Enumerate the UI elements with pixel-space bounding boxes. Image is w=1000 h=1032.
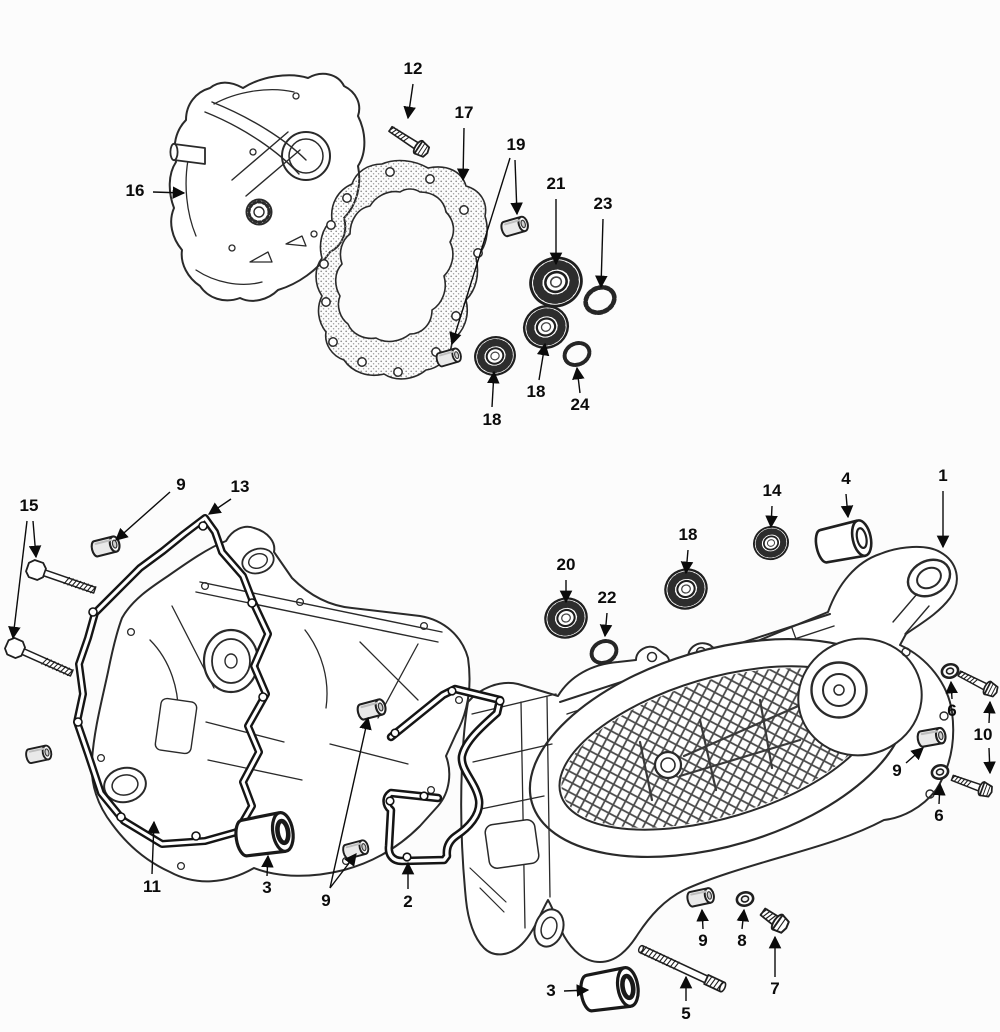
leader-line-c23 <box>595 218 608 289</box>
leader-line-c9a <box>115 491 171 541</box>
part-5-stud <box>637 944 727 993</box>
part-13-crankcase-gasket <box>73 514 272 848</box>
leader-line-c13 <box>207 498 232 515</box>
part-17-cover-gasket <box>315 159 488 380</box>
leader-line-c10 <box>983 700 996 724</box>
leader-line-c11 <box>147 820 160 875</box>
leader-line-c24 <box>572 366 585 394</box>
leader-line-c14 <box>765 505 778 529</box>
leader-line-c9b <box>329 716 372 889</box>
leader-line-c18c <box>680 549 694 575</box>
leader-line-c19 <box>510 159 523 216</box>
leader-line-c15 <box>28 520 42 559</box>
leader-line-c15 <box>8 520 28 640</box>
leader-line-c16 <box>152 186 186 199</box>
leader-line-c9d <box>905 747 924 764</box>
leader-line-c3b <box>563 984 590 997</box>
leader-line-c6b <box>933 782 946 805</box>
leader-line-c9b <box>329 852 357 889</box>
leader-line-c22 <box>599 612 613 638</box>
leader-line-c18a <box>487 370 500 408</box>
leader-line-c18b <box>536 342 550 381</box>
leader-line-c8 <box>736 908 750 930</box>
part-11-left-crankcase-half <box>90 525 471 883</box>
leader-line-c10 <box>983 747 996 775</box>
leader-line-c19 <box>449 157 511 346</box>
leader-line-c12 <box>403 83 416 120</box>
leader-line-c9c <box>696 908 709 930</box>
leader-line-c17 <box>456 127 470 182</box>
leader-line-c3a <box>261 854 274 877</box>
part-2-inner-gasket <box>382 684 505 866</box>
leader-line-c6a <box>945 680 958 700</box>
part-16-crankcase-cover <box>168 72 366 302</box>
leader-line-c4 <box>840 493 854 519</box>
leader-lines <box>8 83 996 1001</box>
part-1-right-crankcase-half <box>460 546 958 963</box>
